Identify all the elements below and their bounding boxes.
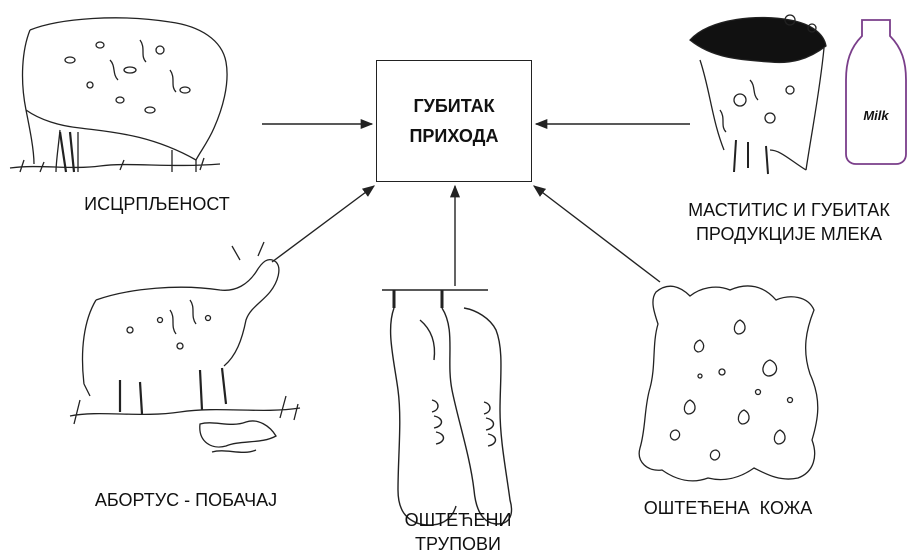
mastitis-udder-illustration bbox=[690, 15, 826, 174]
arrow-hide bbox=[534, 186, 660, 282]
income-loss-box: ГУБИТАК ПРИХОДА bbox=[376, 60, 532, 182]
aborting-cow-illustration bbox=[70, 242, 300, 452]
caption-mastitis-line2: ПРОДУКЦИЈЕ МЛЕКА bbox=[664, 222, 914, 246]
caption-mastitis-line1: МАСТИТИС И ГУБИТАК bbox=[664, 198, 914, 222]
damaged-carcasses-illustration bbox=[382, 290, 512, 525]
arrow-abortion bbox=[272, 186, 374, 262]
center-title-line1: ГУБИТАК bbox=[413, 91, 494, 121]
caption-mastitis: МАСТИТИС И ГУБИТАК ПРОДУКЦИЈЕ МЛЕКА bbox=[664, 198, 914, 246]
caption-exhaustion: ИСЦРПЉЕНОСТ bbox=[52, 192, 262, 216]
caption-carcasses-line1: ОШТЕЋЕНИ bbox=[388, 508, 528, 532]
milk-bottle-icon bbox=[846, 20, 906, 164]
center-title-line2: ПРИХОДА bbox=[409, 121, 498, 151]
caption-carcasses-line2: ТРУПОВИ bbox=[388, 532, 528, 556]
damaged-hide-illustration bbox=[639, 286, 818, 481]
exhausted-cow-illustration bbox=[10, 18, 227, 172]
caption-carcasses: ОШТЕЋЕНИ ТРУПОВИ bbox=[388, 508, 528, 556]
caption-abortion: АБОРТУС - ПОБАЧАЈ bbox=[66, 488, 306, 512]
milk-bottle-label: Milk bbox=[854, 104, 898, 128]
caption-hide: ОШТЕЋЕНА КОЖА bbox=[628, 496, 828, 520]
